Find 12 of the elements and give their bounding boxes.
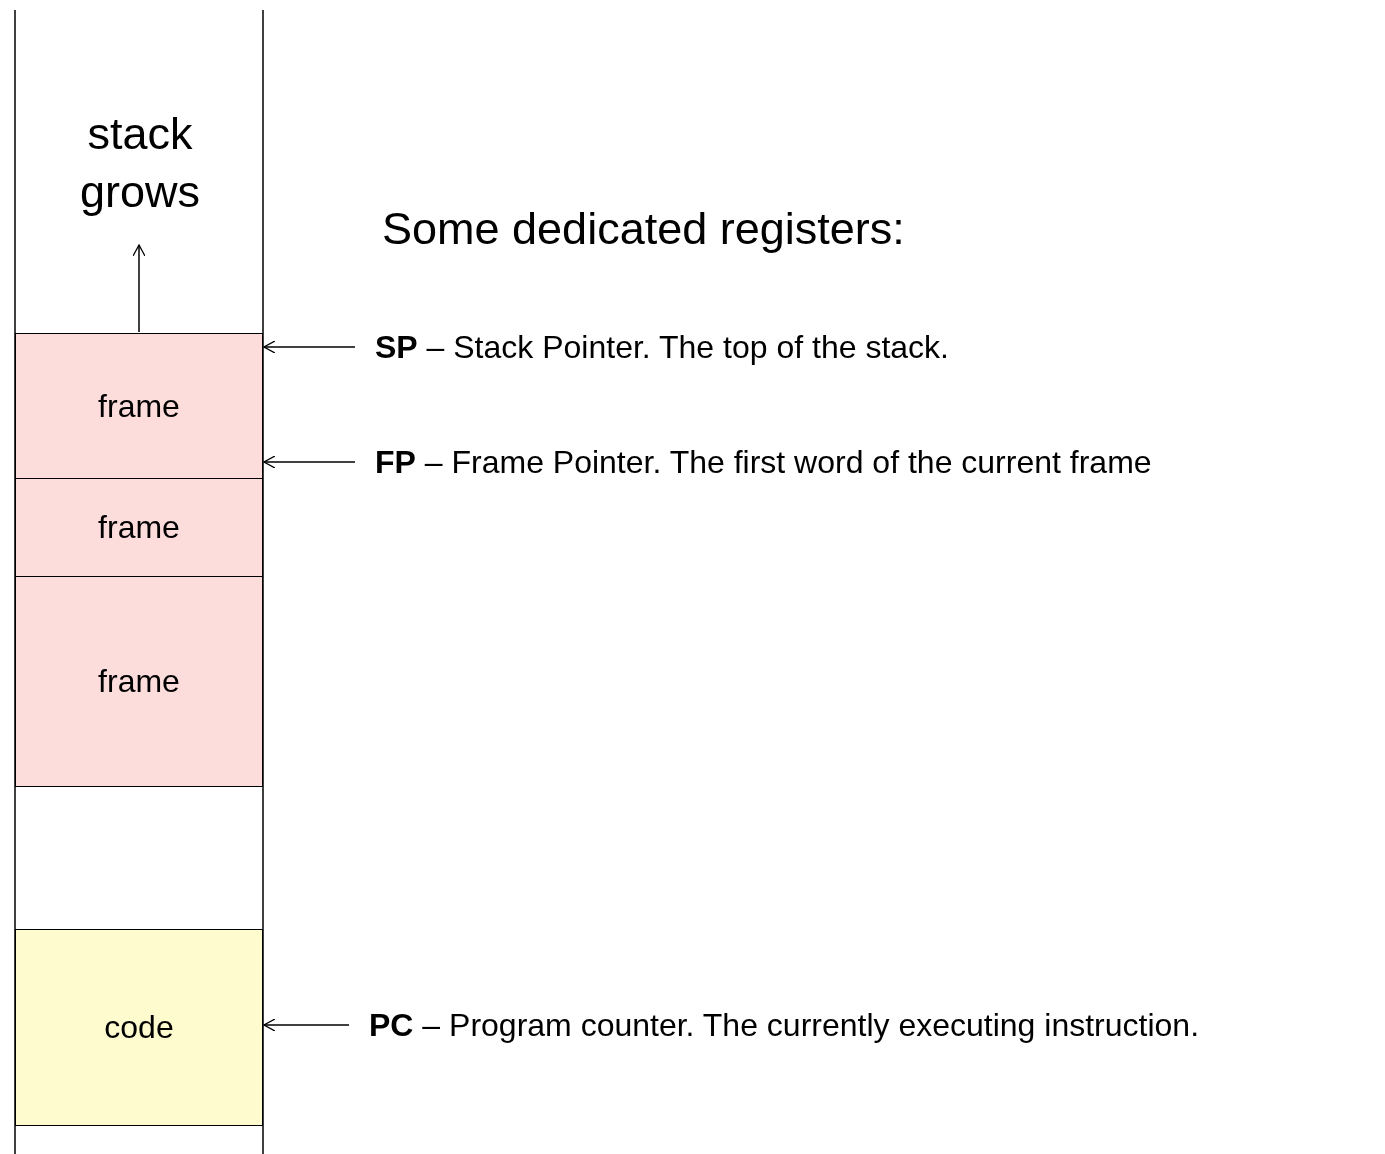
heading: Some dedicated registers: [382, 203, 905, 255]
code-block: code [15, 929, 263, 1126]
stack-frame-block: frame [15, 576, 263, 787]
direction-label: stack grows [78, 107, 201, 219]
stack-frame-block: frame [15, 333, 263, 479]
pointer-arrow [263, 455, 356, 469]
stack-frame-block: frame [15, 478, 263, 577]
pointer-arrow [263, 340, 356, 354]
register-description: SP – Stack Pointer. The top of the stack. [375, 329, 949, 365]
pointer-arrow [263, 1018, 350, 1032]
register-description: PC – Program counter. The currently executing instruction. [369, 1007, 1200, 1043]
register-description: FP – Frame Pointer. The first word of the current frame [375, 444, 1152, 480]
